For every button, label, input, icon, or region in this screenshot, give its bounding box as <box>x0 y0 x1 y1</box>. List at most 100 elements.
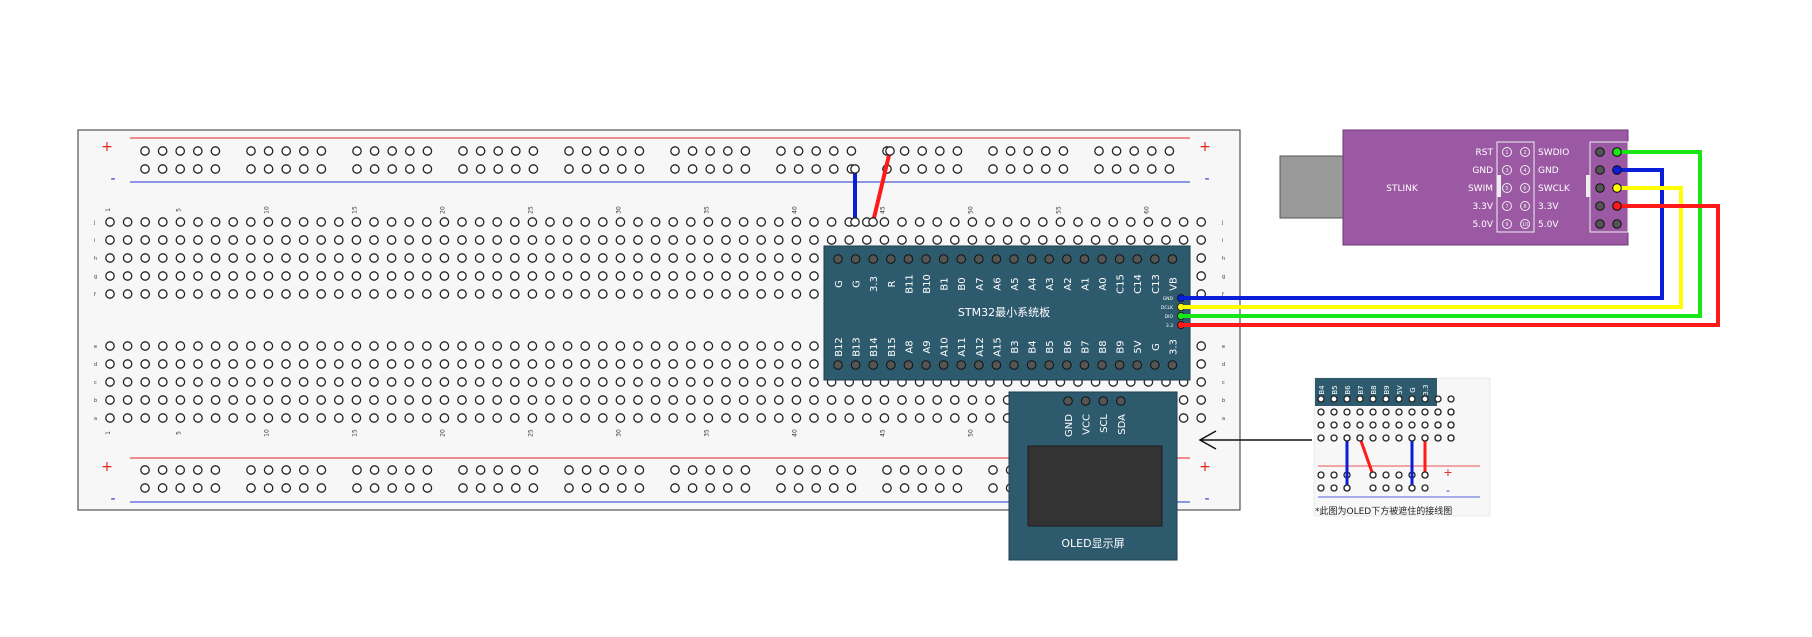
breadboard-hole <box>633 271 643 281</box>
rail-hole <box>475 164 486 174</box>
breadboard-hole <box>668 235 679 245</box>
breadboard-hole <box>333 413 344 423</box>
breadboard-hole <box>316 413 327 423</box>
inset-hole <box>1447 408 1455 416</box>
breadboard-hole <box>386 377 397 387</box>
row-letter: d <box>94 362 97 368</box>
rail-hole <box>1146 164 1157 174</box>
inset-rail-hole <box>1395 471 1403 479</box>
breadboard-hole <box>897 395 907 405</box>
breadboard-hole <box>721 413 731 423</box>
breadboard-hole <box>580 289 591 299</box>
breadboard-hole <box>1002 235 1013 245</box>
breadboard-hole <box>650 253 661 263</box>
breadboard-hole <box>527 341 538 351</box>
stm32-top-pin <box>868 254 879 264</box>
breadboard-hole <box>1178 217 1189 227</box>
breadboard-hole <box>157 377 168 387</box>
rail-hole <box>493 483 504 493</box>
breadboard-hole <box>263 341 274 351</box>
stm32-top-pin <box>1044 254 1054 264</box>
rail-minus-label: - <box>110 491 115 507</box>
breadboard-hole <box>580 253 591 263</box>
breadboard-hole <box>492 377 503 387</box>
inset-rail-hole <box>1382 484 1390 492</box>
breadboard-hole <box>474 289 485 299</box>
breadboard-hole <box>298 217 309 227</box>
breadboard-hole <box>386 217 397 227</box>
breadboard-hole <box>580 377 591 387</box>
stm32-bottom-pin-label: B3 <box>1010 340 1021 353</box>
stm32-top-pin-label: B10 <box>922 274 933 294</box>
breadboard-hole <box>527 253 538 263</box>
rail-hole <box>1058 164 1069 174</box>
breadboard-hole <box>879 413 890 423</box>
breadboard-hole <box>193 289 203 299</box>
breadboard-hole <box>932 395 943 405</box>
jumper-wire-red <box>871 149 892 224</box>
stlink-right-label: GND <box>1538 166 1559 176</box>
breadboard-hole <box>615 413 626 423</box>
inset-rail-hole <box>1317 471 1325 479</box>
inset-pin <box>1382 395 1390 403</box>
breadboard-hole <box>1178 235 1189 245</box>
rail-hole <box>581 164 592 174</box>
stm32-bottom-pin-label: A10 <box>940 337 951 357</box>
stm32-bottom-pin-label: A9 <box>922 340 933 353</box>
breadboard-hole <box>105 359 115 369</box>
column-number: 50 <box>967 429 974 437</box>
breadboard-hole <box>1125 217 1136 227</box>
rail-hole <box>793 465 804 475</box>
breadboard-hole <box>791 377 802 387</box>
rail-hole <box>458 483 468 493</box>
stm32-top-pin <box>903 254 914 264</box>
rail-hole <box>581 146 592 156</box>
breadboard-hole <box>351 341 362 351</box>
rail-hole <box>634 164 645 174</box>
inset-rail-hole <box>1330 484 1338 492</box>
breadboard-hole <box>228 377 239 387</box>
breadboard-hole <box>228 235 239 245</box>
column-number: 10 <box>263 429 270 437</box>
inset-rail-hole <box>1421 484 1429 492</box>
breadboard-hole <box>210 341 221 351</box>
rail-hole <box>793 146 804 156</box>
breadboard-hole <box>773 217 784 227</box>
rail-hole <box>369 164 380 174</box>
breadboard-hole <box>298 253 309 263</box>
breadboard-hole <box>351 359 362 369</box>
breadboard-hole <box>633 359 643 369</box>
breadboard-hole <box>756 289 767 299</box>
breadboard-hole <box>333 341 344 351</box>
breadboard-hole <box>527 235 538 245</box>
inset-wire-end <box>1369 471 1377 479</box>
breadboard-hole <box>298 289 309 299</box>
breadboard-hole <box>615 341 626 351</box>
breadboard-hole <box>809 217 819 227</box>
inset-rail-hole <box>1330 471 1338 479</box>
breadboard-hole <box>316 253 327 263</box>
oled-pin <box>1098 396 1108 406</box>
breadboard-hole <box>668 359 679 369</box>
breadboard-hole <box>193 271 203 281</box>
breadboard-hole <box>527 289 538 299</box>
stlink-wire-end <box>1612 165 1622 175</box>
rail-hole <box>422 483 433 493</box>
column-number: 20 <box>439 429 446 437</box>
breadboard-hole <box>826 217 837 227</box>
breadboard-hole <box>157 289 168 299</box>
inset-pin-label: B5 <box>1331 385 1339 394</box>
stlink-left-label: 3.3V <box>1473 202 1494 212</box>
rail-hole <box>793 164 804 174</box>
stlink-wire-end <box>1612 147 1622 157</box>
breadboard-hole <box>421 217 432 227</box>
breadboard-hole <box>421 395 432 405</box>
breadboard-hole <box>527 395 538 405</box>
breadboard-hole <box>369 377 379 387</box>
rail-hole <box>705 146 716 156</box>
breadboard-hole <box>1073 235 1083 245</box>
breadboard-hole <box>210 271 221 281</box>
breadboard-hole <box>650 341 661 351</box>
breadboard-hole <box>122 217 133 227</box>
breadboard-hole <box>281 289 291 299</box>
